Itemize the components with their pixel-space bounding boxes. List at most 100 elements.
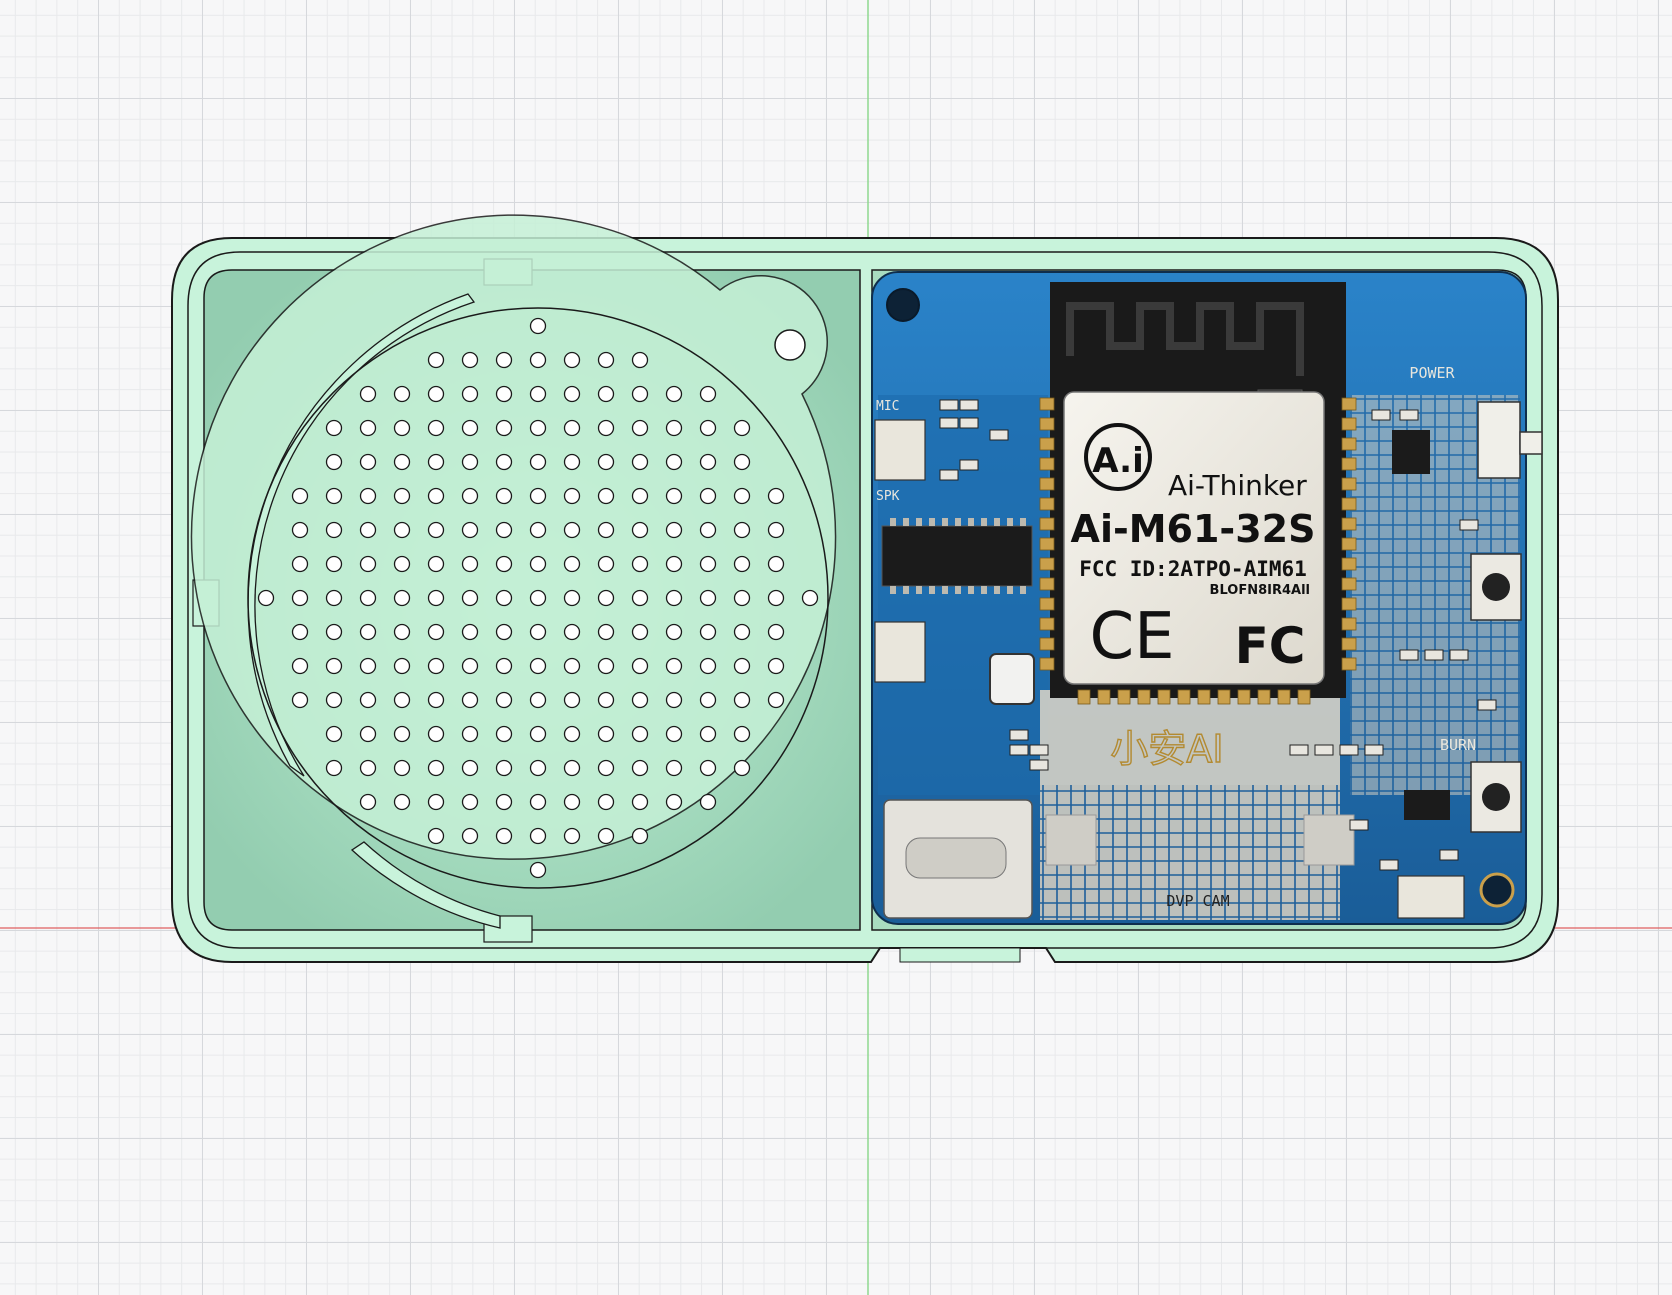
grille-hole	[495, 521, 513, 539]
grille-hole	[597, 521, 615, 539]
grille-hole	[359, 487, 377, 505]
grille-hole	[291, 555, 309, 573]
ic-leg	[955, 586, 961, 594]
grille-hole	[733, 419, 751, 437]
grille-hole	[461, 385, 479, 403]
mic-connector	[874, 419, 926, 481]
grille-hole	[631, 589, 649, 607]
grille-hole	[699, 691, 717, 709]
module-pin	[1341, 457, 1357, 471]
ic-leg	[994, 518, 1000, 526]
grille-hole	[495, 589, 513, 607]
grille-hole	[563, 453, 581, 471]
grille-hole	[495, 351, 513, 369]
grille-hole	[427, 521, 445, 539]
pad-right-bottom	[1303, 814, 1355, 866]
module-pin	[1341, 597, 1357, 611]
grille-hole	[461, 487, 479, 505]
grille-hole	[359, 589, 377, 607]
grille-hole	[495, 725, 513, 743]
grille-hole	[325, 725, 343, 743]
grille-hole	[495, 487, 513, 505]
smd-component	[959, 399, 979, 411]
retainer-clip-bottom	[350, 841, 501, 929]
power-switch[interactable]	[1477, 401, 1521, 479]
grille-hole	[597, 657, 615, 675]
grille-hole	[461, 521, 479, 539]
pcb-mount-hole-br	[1479, 872, 1515, 908]
battery-connector	[1397, 875, 1465, 919]
grille-hole	[699, 725, 717, 743]
grille-hole	[699, 759, 717, 777]
module-pin	[1277, 689, 1291, 705]
ai-logo-text: A.i	[1092, 441, 1144, 481]
module-pin	[1137, 689, 1151, 705]
grille-hole	[597, 555, 615, 573]
grille-hole	[733, 657, 751, 675]
grille-hole	[427, 623, 445, 641]
ce-mark-icon: CE	[1089, 600, 1174, 674]
grille-hole	[529, 657, 547, 675]
grille-hole	[529, 419, 547, 437]
sensor-chip	[989, 653, 1035, 705]
speaker-grille[interactable]	[190, 214, 837, 929]
grille-hole	[597, 725, 615, 743]
grille-hole	[529, 555, 547, 573]
grille-hole	[631, 759, 649, 777]
pcb-board[interactable]: A.i Ai-Thinker Ai-M61-32S FCC ID:2ATPO-A…	[871, 271, 1543, 925]
module-shield-can	[1063, 391, 1325, 685]
grille-hole	[563, 555, 581, 573]
grille-hole	[563, 725, 581, 743]
grille-hole	[767, 555, 785, 573]
grille-hole	[427, 725, 445, 743]
smd-component	[1009, 729, 1029, 741]
grille-hole	[495, 793, 513, 811]
grille-hole	[631, 385, 649, 403]
grille-hole	[461, 453, 479, 471]
grille-hole	[767, 589, 785, 607]
module-pin	[1039, 597, 1055, 611]
grille-hole	[733, 555, 751, 573]
smd-component	[939, 469, 959, 481]
grille-hole	[359, 385, 377, 403]
grille-hole	[427, 385, 445, 403]
smd-component	[1029, 744, 1049, 756]
smd-component	[1314, 744, 1334, 756]
grille-hole	[563, 793, 581, 811]
grille-hole	[529, 317, 547, 335]
grille-hole	[597, 453, 615, 471]
grille-hole	[699, 487, 717, 505]
ic-chip-amplifier	[881, 525, 1033, 587]
module-pin	[1217, 689, 1231, 705]
grille-hole	[733, 521, 751, 539]
smd-component	[1009, 744, 1029, 756]
module-pin	[1341, 497, 1357, 511]
grille-hole	[529, 385, 547, 403]
module-pins-right	[1341, 397, 1357, 671]
burn-button[interactable]	[1470, 761, 1522, 833]
module-pin	[1341, 617, 1357, 631]
ic-leg	[903, 518, 909, 526]
module-pin	[1257, 689, 1271, 705]
grille-hole	[461, 691, 479, 709]
mosfet-chip	[1392, 430, 1430, 474]
grille-hole	[529, 691, 547, 709]
grille-hole	[495, 419, 513, 437]
grille-hole	[665, 657, 683, 675]
smd-component	[1399, 409, 1419, 421]
grille-hole	[597, 759, 615, 777]
grille-hole	[393, 657, 411, 675]
grille-hole	[631, 691, 649, 709]
grille-hole	[427, 827, 445, 845]
grille-hole	[597, 691, 615, 709]
ic-leg	[890, 586, 896, 594]
module-antenna-trace	[1066, 302, 1304, 376]
module-pin	[1039, 417, 1055, 431]
grille-hole	[393, 521, 411, 539]
ai-m61-module[interactable]: A.i Ai-Thinker Ai-M61-32S FCC ID:2ATPO-A…	[1039, 282, 1357, 705]
power-switch-knob[interactable]	[1519, 431, 1543, 455]
module-pin	[1039, 457, 1055, 471]
grille-hole	[495, 827, 513, 845]
smd-component	[939, 399, 959, 411]
